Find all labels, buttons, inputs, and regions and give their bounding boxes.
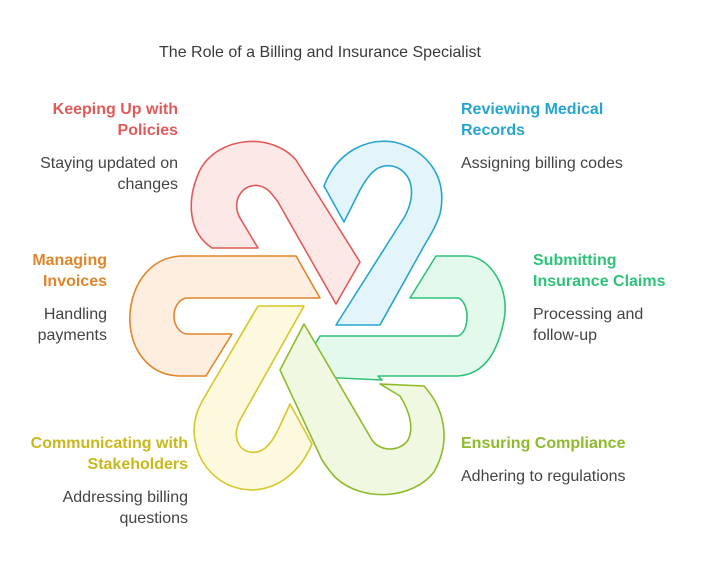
knot-segment-medical-records xyxy=(323,140,443,326)
item-compliance: Ensuring Compliance Adhering to regulati… xyxy=(461,433,631,487)
knot-segment-policies xyxy=(190,140,361,305)
item-medical-records: Reviewing Medical Records Assigning bill… xyxy=(461,99,631,174)
item-compliance-description: Adhering to regulations xyxy=(461,468,626,485)
item-medical-records-description: Assigning billing codes xyxy=(461,155,623,172)
diagram-title: The Role of a Billing and Insurance Spec… xyxy=(159,44,481,61)
item-policies: Keeping Up with Policies Staying updated… xyxy=(8,99,178,195)
item-invoices-heading: Managing Invoices xyxy=(32,252,107,290)
item-medical-records-heading: Reviewing Medical Records xyxy=(461,101,604,139)
item-compliance-heading: Ensuring Compliance xyxy=(461,435,626,452)
knot-segment-stakeholders xyxy=(193,305,313,491)
knot-segment-invoices xyxy=(129,255,321,377)
item-insurance-claims: Submitting Insurance Claims Processing a… xyxy=(533,250,693,346)
item-insurance-claims-heading: Submitting Insurance Claims xyxy=(533,252,666,290)
item-policies-description: Staying updated on changes xyxy=(40,155,178,193)
item-insurance-claims-description: Processing and follow-up xyxy=(533,306,644,344)
item-invoices: Managing Invoices Handling payments xyxy=(0,250,107,346)
item-stakeholders: Communicating with Stakeholders Addressi… xyxy=(18,433,188,529)
knot-segment-compliance xyxy=(279,323,445,496)
item-policies-heading: Keeping Up with Policies xyxy=(52,101,178,139)
item-stakeholders-heading: Communicating with Stakeholders xyxy=(30,435,188,473)
knot-segment-insurance-claims xyxy=(295,255,506,381)
item-stakeholders-description: Addressing billing questions xyxy=(62,489,188,527)
item-invoices-description: Handling payments xyxy=(37,306,107,344)
